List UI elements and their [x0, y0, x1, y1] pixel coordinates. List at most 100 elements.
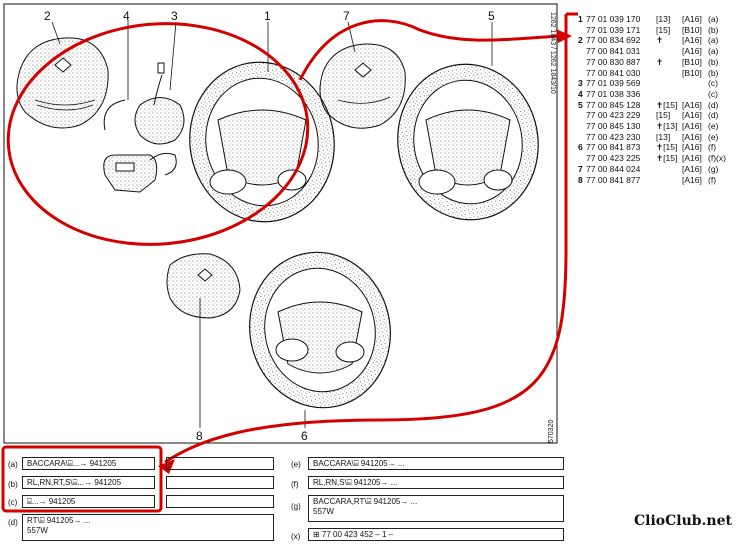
part-ref [578, 121, 586, 132]
legend-key-d: (d) [8, 518, 18, 527]
callout-3: 3 [171, 9, 178, 23]
legend-blank-c [166, 495, 274, 508]
part-code: [A16] [682, 110, 702, 121]
part-num: 77 00 841 873 [586, 142, 641, 153]
part-qty: [13] [656, 14, 671, 24]
switch-module-4 [103, 99, 177, 193]
part-qty: [15] [656, 110, 671, 121]
part-row: 77 00 841 030[B10](b) [578, 68, 738, 79]
part-num: 77 00 844 024 [586, 163, 641, 174]
part-ref: 6 [578, 142, 583, 153]
part-ref [578, 46, 586, 57]
part-ref: 2 [578, 35, 583, 46]
bottom-code: 570320 [548, 419, 555, 443]
part-ref: 3 [578, 78, 583, 89]
part-num: 77 00 423 229 [586, 110, 641, 121]
part-note: (g) [708, 163, 719, 174]
part-qty [656, 175, 682, 186]
steering-wheel-5 [397, 63, 539, 221]
part-qty [656, 89, 682, 100]
part-code: [B10] [682, 67, 702, 78]
part-note: (a) [708, 46, 719, 57]
side-code: 1262 1843 / 1262 1843/10 [549, 12, 556, 94]
part-note: (f) [708, 174, 717, 185]
part-note: (b) [708, 56, 719, 67]
part-note: (e) [708, 121, 719, 132]
part-note: (c) [708, 78, 718, 89]
legend-key-e: (e) [291, 460, 301, 469]
steering-wheel-6 [249, 251, 391, 409]
callout-4: 4 [123, 9, 130, 23]
part-ref: 4 [578, 88, 583, 99]
part-num: 77 00 830 887 [586, 56, 641, 67]
part-qty [656, 78, 682, 89]
legend-key-c: (c) [8, 498, 18, 507]
part-ref: 1 [578, 14, 583, 24]
part-qty: [15] [656, 24, 671, 35]
steering-wheel-1 [189, 61, 335, 223]
legend-key-b: (b) [8, 480, 18, 489]
part-qty [656, 46, 682, 57]
part-ref [578, 57, 586, 68]
part-code: [A16] [682, 153, 702, 164]
part-qty: ✝ [656, 35, 664, 46]
part-row: 77 01 039 171[15][B10](b) [578, 25, 738, 36]
part-num: 77 00 845 128 [586, 99, 641, 110]
part-code [682, 78, 708, 89]
legend-key-f: (f) [291, 480, 299, 489]
callout-7: 7 [343, 9, 350, 23]
part-note: (a) [708, 35, 719, 46]
part-qty: ✝ [656, 56, 664, 67]
highlight-arrow-top [298, 19, 561, 81]
part-note: (c) [708, 88, 718, 99]
legend-key-a: (a) [8, 460, 18, 469]
part-row: 77 00 841 031[A16](a) [578, 46, 738, 57]
part-note: (e) [708, 131, 719, 142]
part-note: (d) [708, 99, 719, 110]
part-note: (d) [708, 110, 719, 121]
part-qty: ✝[13] [656, 121, 678, 132]
part-row: 77 00 423 229 [15] [A16] (d) [578, 110, 738, 121]
part-qty [656, 68, 682, 79]
part-note: (f)(x) [708, 153, 726, 164]
part-code: [A16] [682, 131, 702, 142]
part-row: 77 00 423 230[13][A16](e) [578, 132, 738, 143]
legend-text-g: BACCARA,RT\⌸ 941205→ ... 557W [308, 495, 564, 522]
highlight-circle [6, 22, 310, 246]
part-num: 77 00 423 225 [586, 153, 641, 164]
highlight-legend-box [1, 445, 163, 513]
part-row: 77 00 845 130 ✝[13] [A16] (e) [578, 121, 738, 132]
part-num: 77 00 845 130 [586, 121, 641, 132]
legend-text-f: RL,RN,S\⌸ 941205→ ... [308, 476, 564, 489]
part-code: [A16] [682, 121, 702, 132]
part-qty: ✝[15] [656, 142, 678, 153]
callout-1: 1 [264, 9, 271, 23]
rotary-contact-3 [134, 62, 185, 145]
part-qty [656, 164, 682, 175]
part-code: [A16] [682, 174, 702, 185]
diagram-frame [3, 3, 558, 444]
part-code: [B10] [682, 24, 702, 35]
part-note: (f) [708, 142, 717, 153]
part-note: (b) [708, 24, 719, 35]
part-code: [A16] [682, 46, 702, 57]
callout-8: 8 [196, 429, 203, 443]
airbag-cover-8 [166, 253, 241, 319]
legend-g-line1: BACCARA,RT\⌸ 941205→ ... [313, 497, 418, 506]
legend-g-line2: 557W [313, 507, 334, 516]
part-ref [578, 68, 586, 79]
callout-5: 5 [488, 9, 495, 23]
part-code: [A16] [682, 142, 702, 153]
part-num: 77 00 841 877 [586, 174, 641, 185]
highlight-arrow-bottom [164, 249, 568, 464]
part-num: 77 00 423 230 [586, 131, 641, 142]
part-note: (b) [708, 67, 719, 78]
legend-text-d: RT\⌸ 941205→ ... 557W [22, 514, 274, 541]
